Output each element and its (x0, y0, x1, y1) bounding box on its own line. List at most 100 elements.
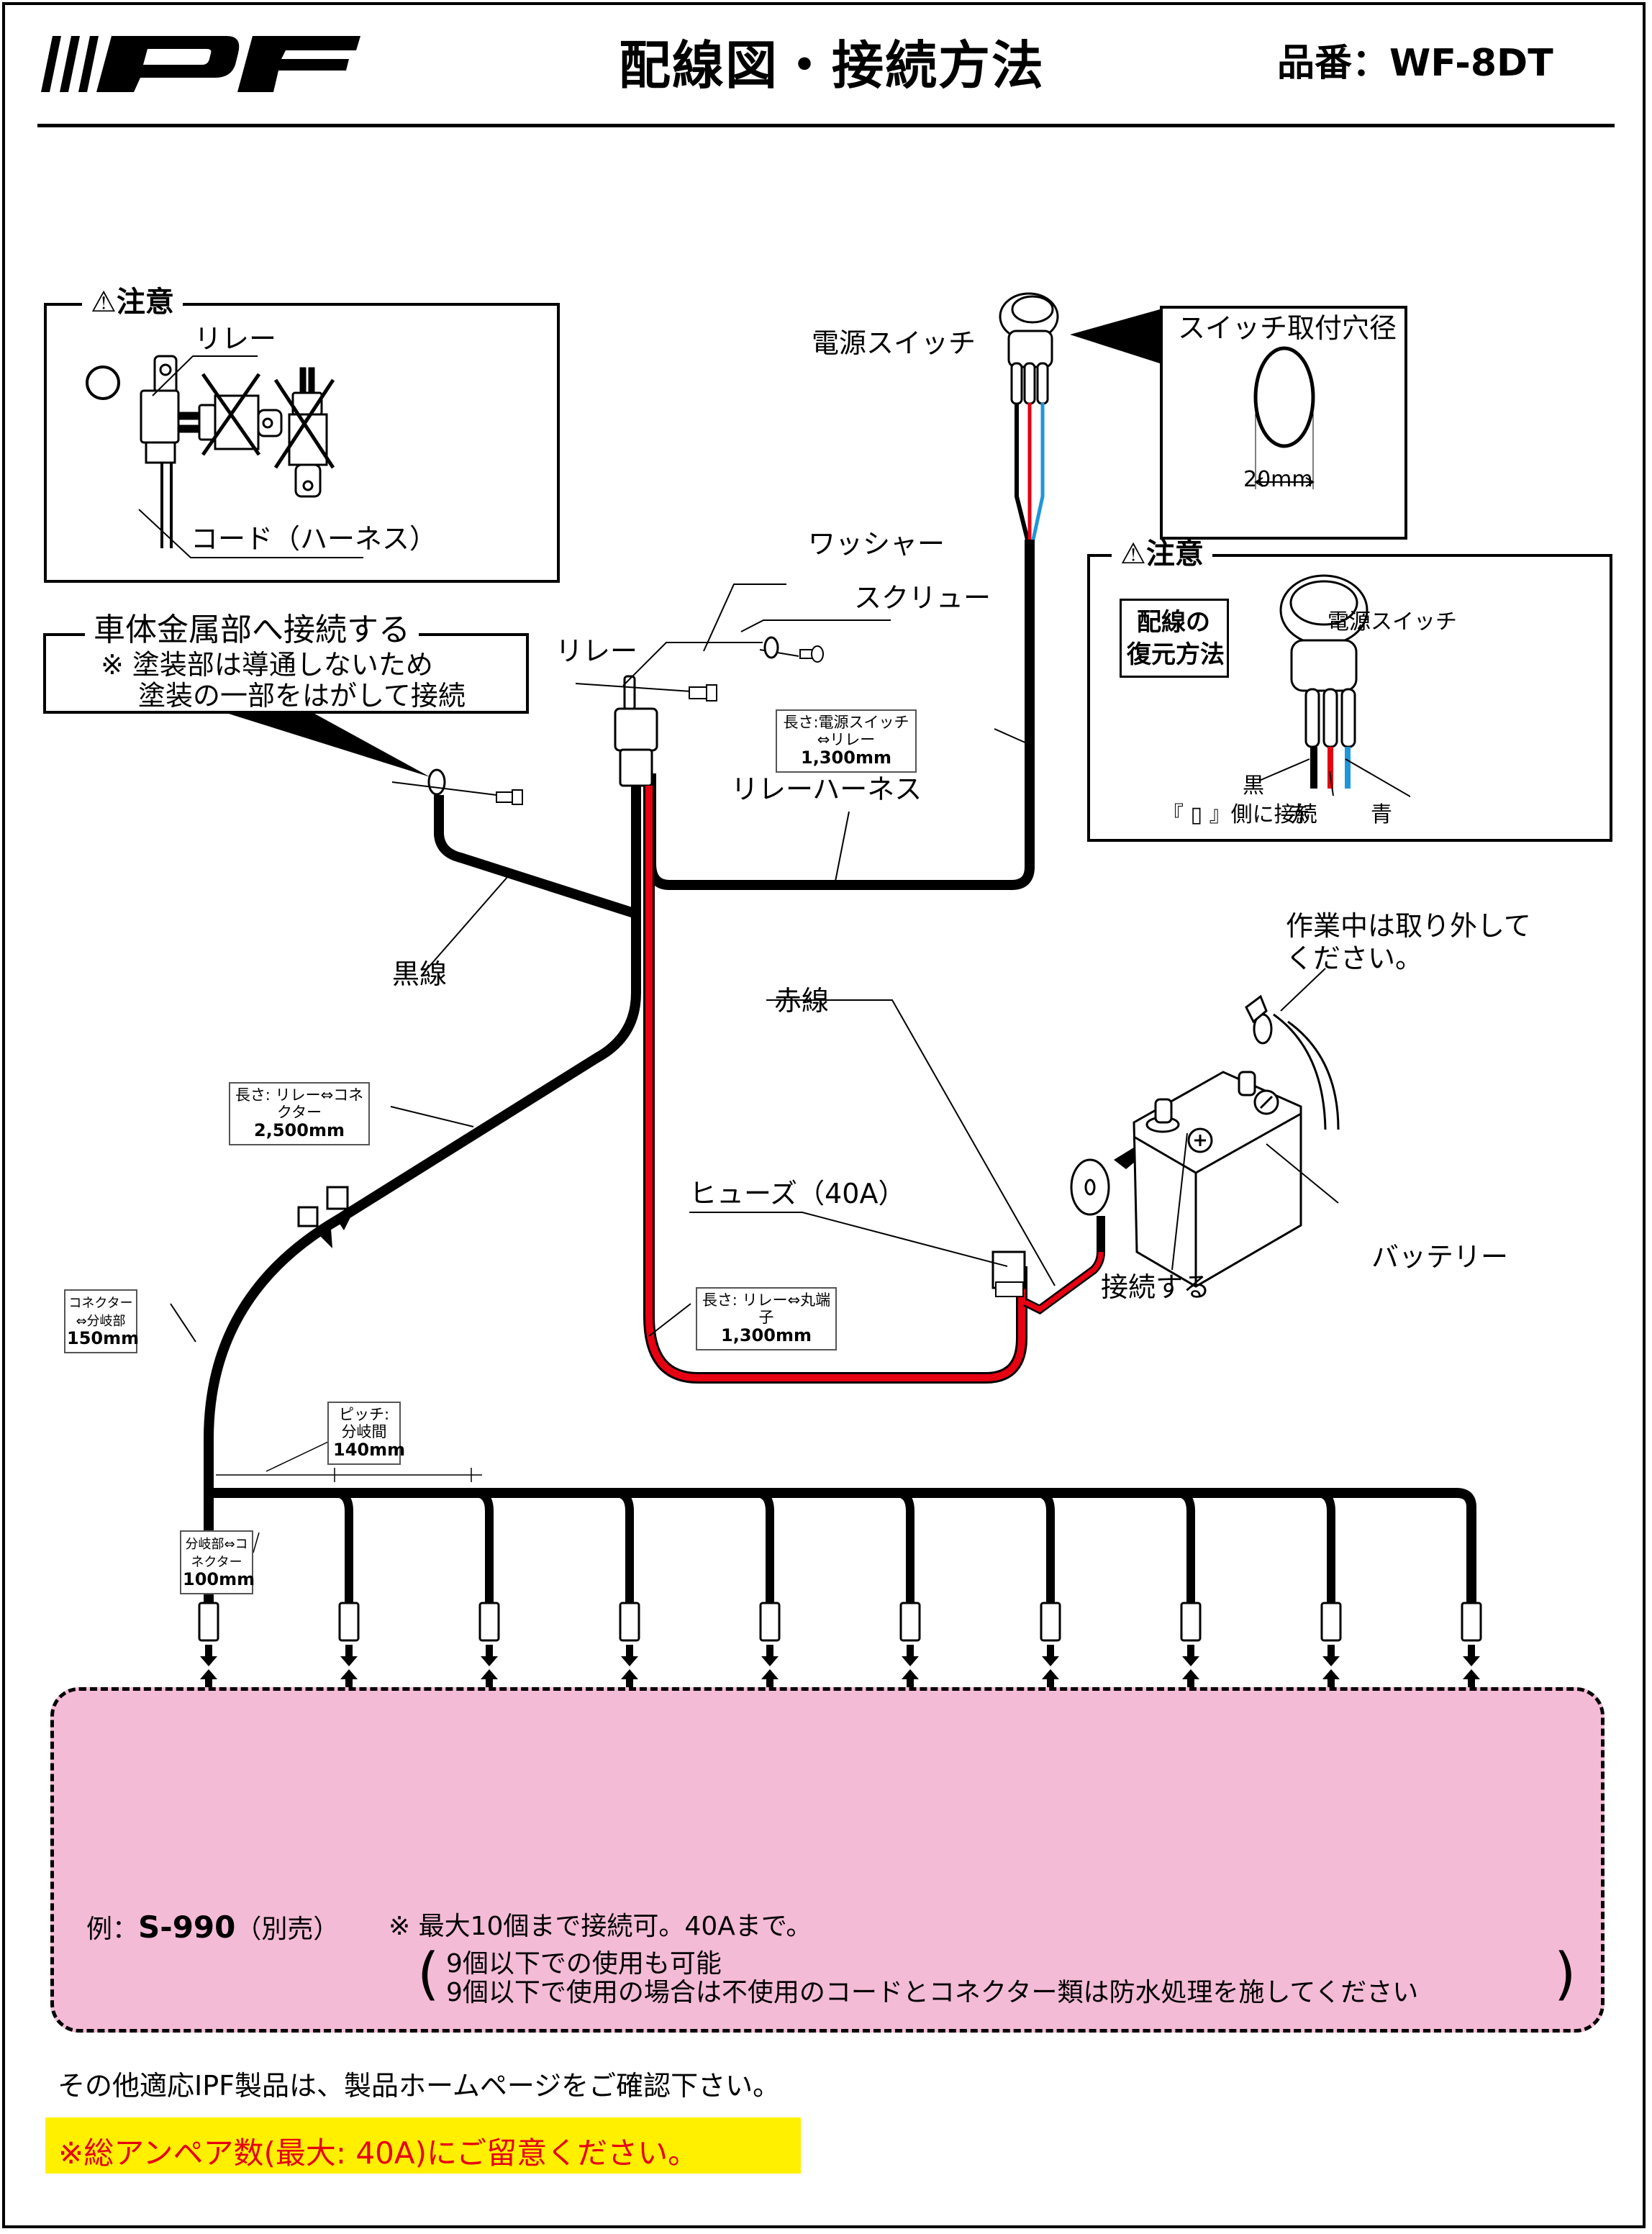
switch-hole-diagram (1253, 346, 1315, 489)
washer-icon (763, 636, 779, 659)
harness-plug-icon (478, 1602, 500, 1642)
harness-plug-icon (1040, 1602, 1061, 1642)
arrow-down-icon (1328, 1645, 1335, 1656)
harness-plug-icon (338, 1602, 360, 1642)
restore-line2: 復元方法 (1127, 640, 1225, 669)
arrow-up-icon (481, 1669, 498, 1679)
screw-icon (799, 645, 824, 663)
cord-label: コード（ハーネス） (191, 523, 437, 555)
arrow-up-icon (621, 1669, 638, 1679)
switch-hole-title: スイッチ取付穴径 (1178, 312, 1397, 344)
caution-switch-title: ⚠注意 (1112, 540, 1212, 568)
harness-plug-icon (1461, 1602, 1482, 1642)
ring-terminal-icon (1070, 1158, 1110, 1216)
arrow-down-icon (766, 1645, 773, 1656)
lamp-sub-note1: 9個以下での使用も可能 (446, 1949, 722, 1979)
warning-icon: ⚠ (1120, 537, 1146, 571)
arrow-up-icon (902, 1669, 919, 1679)
arrow-up-icon (200, 1669, 217, 1679)
harness-plug-icon (619, 1602, 640, 1642)
ground-note-line2: 塗装の一部をはがして接続 (138, 680, 466, 712)
arrow-up-icon (1042, 1669, 1059, 1679)
arrow-down-icon (345, 1645, 353, 1656)
harness-plug-icon (198, 1602, 219, 1642)
arrow-up-icon (761, 1669, 779, 1679)
footer-note: その他適応IPF製品は、製品ホームページをご確認下さい。 (58, 2070, 781, 2102)
arrow-up-icon (340, 1669, 358, 1679)
branch-wire (334, 1489, 353, 1603)
fuse-label: ヒューズ（40A） (689, 1178, 906, 1209)
page-title: 配線図・接続方法 (619, 35, 1045, 96)
screw-label: スクリュー (854, 582, 991, 614)
ground-note-line1: ※ 塗装部は導通しないため (101, 649, 433, 681)
lamp-sub-note2: 9個以下で使用の場合は不使用のコードとコネクター類は防水処理を施してください (446, 1978, 1419, 2007)
lamp-max-note: ※ 最大10個まで接続可。40Aまで。 (389, 1912, 812, 1941)
caution-relay-box (44, 303, 560, 583)
branch-wire (1035, 1489, 1055, 1603)
red-wire-part-label: 赤線 (774, 985, 830, 1017)
ok-circle-icon (86, 365, 120, 400)
arrow-down-icon (1187, 1645, 1194, 1656)
amperage-warning: ※総アンペア数(最大: 40A)にご留意ください。 (45, 2117, 801, 2174)
red-wire-label: 赤 (1288, 802, 1310, 827)
switch-detail-label: 電源スイッチ (1328, 609, 1457, 635)
branch-bus (209, 1488, 1476, 1603)
restore-line1: 配線の (1137, 608, 1210, 637)
lamp-area (50, 1687, 1605, 2033)
caution-switch-box (1087, 554, 1612, 842)
battery-clamp-icon (1245, 994, 1273, 1045)
warning-icon: ⚠ (91, 286, 117, 319)
switch-detail-icon (1279, 574, 1369, 748)
note-bracket-left: ( (417, 1942, 440, 2007)
arrow-down-icon (205, 1645, 212, 1656)
blue-wire-label: 青 (1371, 802, 1392, 827)
branch-wire (895, 1489, 914, 1603)
harness-plug-icon (1180, 1602, 1202, 1642)
arrow-up-icon (1322, 1669, 1340, 1679)
arrow-down-icon (486, 1645, 493, 1656)
part-number: 品番：WF-8DT (1277, 42, 1553, 85)
restore-method-box (1120, 599, 1229, 678)
black-wire-note: 『 ▯ 』側に接続 (1162, 802, 1317, 827)
harness-connector-icon (297, 1186, 349, 1227)
lamp-example: 例：S-990（別売） (86, 1910, 340, 1945)
ground-title: 車体金属部へ接続する (85, 614, 419, 646)
relay-wrong-horizontal-icon (178, 373, 283, 456)
branch-wire (755, 1489, 774, 1603)
arrow-down-icon (626, 1645, 633, 1656)
relay-bolt-icon (689, 684, 717, 701)
arrow-up-icon (1182, 1669, 1199, 1679)
remove-note-line2: ください。 (1286, 943, 1423, 974)
relay-label: リレー (194, 323, 277, 355)
arrow-down-icon (1047, 1645, 1054, 1656)
switch-hole-box (1160, 306, 1407, 540)
arrow-down-icon (1468, 1645, 1475, 1656)
black-wire-part-label: 黒線 (392, 958, 448, 990)
header-divider (37, 124, 1615, 127)
note-bracket-right: ) (1554, 1942, 1576, 2007)
arrow-down-icon (907, 1645, 914, 1656)
power-switch-label: 電源スイッチ (812, 327, 976, 359)
relay-wrong-vertical-icon (273, 367, 335, 498)
battery-label: バッテリー (1371, 1241, 1509, 1273)
arrow-up-icon (1463, 1669, 1480, 1679)
branch-wire (1316, 1489, 1335, 1603)
switch-hole-diameter: 20mm (1243, 467, 1313, 492)
switch-detail (1258, 574, 1410, 798)
remove-note-line1: 作業中は取り外して (1286, 910, 1531, 942)
harness-plug-icon (1320, 1602, 1342, 1642)
black-wire-label: 黒 (1243, 773, 1264, 799)
ground-bolt-icon (496, 789, 523, 805)
harness-plug-icon (899, 1602, 921, 1642)
relay-correct-icon (140, 355, 180, 548)
branch-wire (614, 1489, 634, 1603)
relay-icon (614, 675, 658, 787)
